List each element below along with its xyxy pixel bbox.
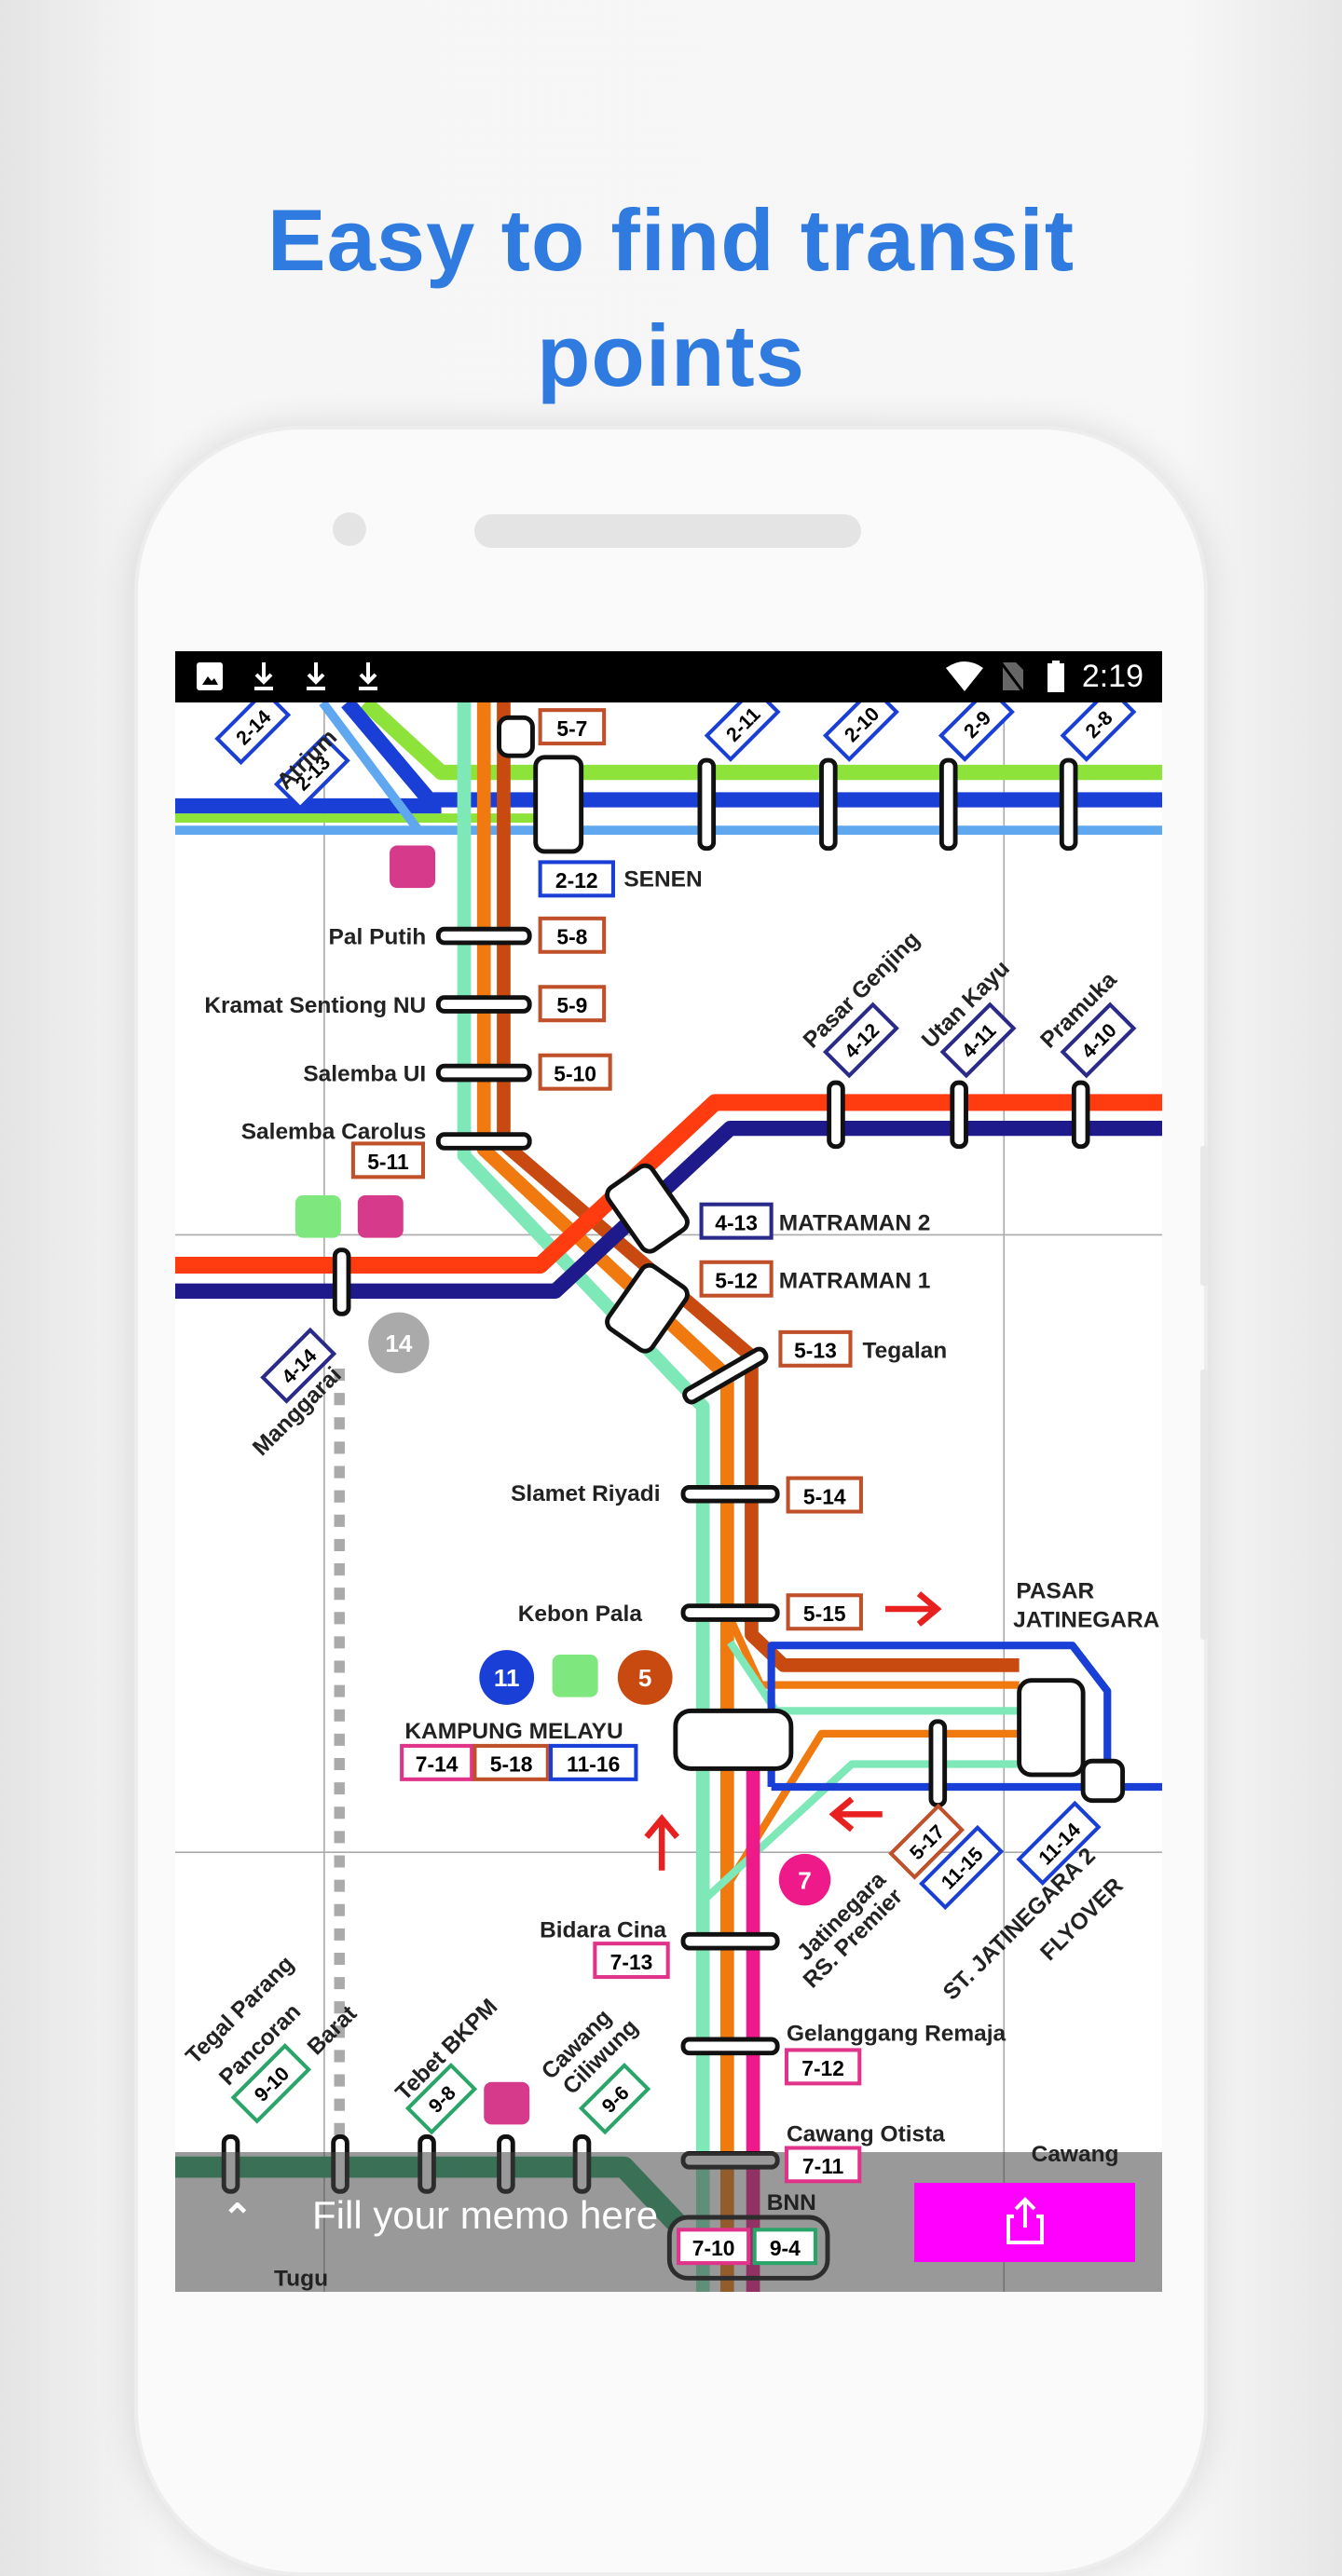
memo-bar: ⌃ Fill your memo here bbox=[175, 2152, 1162, 2292]
svg-text:5-7: 5-7 bbox=[556, 716, 587, 741]
download-icon bbox=[359, 662, 377, 690]
svg-text:SENEN: SENEN bbox=[623, 867, 702, 893]
download-icon bbox=[254, 662, 273, 690]
svg-text:4-13: 4-13 bbox=[715, 1210, 758, 1234]
battery-icon bbox=[1048, 661, 1064, 692]
svg-text:JATINEGARA: JATINEGARA bbox=[1013, 1608, 1160, 1633]
svg-text:5-13: 5-13 bbox=[794, 1339, 837, 1363]
share-button[interactable] bbox=[914, 2183, 1135, 2262]
code-box: 4-13 bbox=[699, 1202, 774, 1240]
svg-text:Tegalan: Tegalan bbox=[863, 1339, 948, 1364]
no-sim-icon bbox=[999, 661, 1025, 692]
svg-text:PASAR: PASAR bbox=[1016, 1579, 1094, 1604]
line-orange bbox=[476, 702, 734, 2292]
clock: 2:19 bbox=[1081, 659, 1143, 694]
code-diamond: 9-8 bbox=[404, 2062, 478, 2135]
headline-line-1: Easy to find transit bbox=[267, 191, 1075, 289]
volume-button bbox=[1200, 1146, 1208, 1286]
train-icon bbox=[357, 1194, 404, 1238]
svg-text:Pal Putih: Pal Putih bbox=[329, 925, 427, 950]
svg-text:Kebon Pala: Kebon Pala bbox=[518, 1601, 643, 1627]
share-icon bbox=[1006, 2197, 1044, 2244]
svg-text:Cawang Otista: Cawang Otista bbox=[787, 2121, 945, 2147]
code-box: 5-8 bbox=[538, 916, 607, 954]
line-badges: 14 11 5 7 bbox=[368, 1312, 831, 1906]
arrow-right-icon bbox=[885, 1591, 942, 1627]
code-box: 5-18 bbox=[472, 1743, 550, 1781]
line-green bbox=[360, 702, 1162, 781]
svg-text:5-8: 5-8 bbox=[556, 925, 587, 949]
svg-text:5-18: 5-18 bbox=[490, 1752, 533, 1777]
camera-icon bbox=[333, 512, 366, 546]
code-box: 5-14 bbox=[786, 1476, 863, 1514]
line-light-blue bbox=[175, 702, 1162, 836]
svg-text:2-12: 2-12 bbox=[555, 868, 598, 893]
svg-text:11: 11 bbox=[494, 1664, 520, 1692]
svg-text:7-12: 7-12 bbox=[801, 2056, 844, 2080]
code-diamond: 2-14 bbox=[214, 702, 292, 766]
speaker-grille bbox=[474, 514, 861, 548]
download-icon bbox=[307, 662, 325, 690]
code-diamond: 9-6 bbox=[578, 2062, 651, 2135]
code-box: 5-9 bbox=[538, 985, 607, 1023]
memo-input[interactable]: Fill your memo here bbox=[312, 2193, 659, 2237]
power-button bbox=[1200, 1370, 1208, 1640]
code-diamond: 2-8 bbox=[1060, 702, 1137, 762]
svg-text:5-10: 5-10 bbox=[554, 1061, 596, 1085]
code-box: 5-7 bbox=[538, 708, 607, 746]
headline-line-2: points bbox=[537, 307, 805, 404]
code-box: 5-10 bbox=[538, 1053, 612, 1091]
code-box: 5-12 bbox=[699, 1260, 774, 1298]
code-box: 7-13 bbox=[593, 1942, 670, 1980]
svg-text:Gelanggang Remaja: Gelanggang Remaja bbox=[787, 2022, 1006, 2047]
svg-text:5-12: 5-12 bbox=[715, 1269, 758, 1293]
code-box: 11-16 bbox=[549, 1743, 638, 1781]
image-icon bbox=[197, 662, 223, 690]
code-box: 7-14 bbox=[400, 1743, 474, 1781]
svg-text:MATRAMAN 2: MATRAMAN 2 bbox=[779, 1210, 931, 1235]
code-diamond: 9-10 bbox=[230, 2043, 312, 2124]
code-box: 7-12 bbox=[784, 2048, 862, 2086]
headline: Easy to find transit points bbox=[0, 183, 1342, 414]
train-icon bbox=[484, 2081, 530, 2125]
svg-text:Slamet Riyadi: Slamet Riyadi bbox=[511, 1481, 660, 1506]
bus-icon bbox=[552, 1654, 598, 1697]
svg-text:14: 14 bbox=[385, 1329, 413, 1357]
chevron-up-icon[interactable]: ⌃ bbox=[222, 2198, 253, 2239]
svg-text:5: 5 bbox=[638, 1664, 652, 1692]
bus-icon bbox=[294, 1194, 341, 1238]
code-diamond: 2-9 bbox=[938, 702, 1015, 762]
status-bar: 2:19 bbox=[175, 651, 1162, 702]
direction-arrows bbox=[644, 1591, 942, 1871]
code-box: 5-15 bbox=[786, 1593, 863, 1631]
phone-screen: 2:19 bbox=[175, 651, 1162, 2292]
wifi-icon bbox=[946, 661, 983, 691]
svg-text:MATRAMAN 1: MATRAMAN 1 bbox=[779, 1269, 931, 1294]
svg-text:7-14: 7-14 bbox=[416, 1752, 459, 1777]
arrow-left-icon bbox=[828, 1796, 883, 1833]
code-box: 2-12 bbox=[538, 860, 615, 898]
svg-text:Salemba Carolus: Salemba Carolus bbox=[241, 1120, 426, 1145]
svg-text:KAMPUNG MELAYU: KAMPUNG MELAYU bbox=[404, 1719, 623, 1744]
diamond-codes: 2-14 2-13 2-11 2-10 2-9 2-8 4-12 4-11 4-… bbox=[214, 702, 1137, 2135]
code-box: 5-13 bbox=[778, 1329, 853, 1368]
code-box: 5-11 bbox=[350, 1141, 426, 1179]
transport-icons bbox=[294, 845, 598, 2125]
train-icon bbox=[390, 845, 436, 889]
arrow-up-icon bbox=[644, 1814, 679, 1871]
svg-text:Kramat Sentiong NU: Kramat Sentiong NU bbox=[204, 993, 426, 1018]
svg-text:5-9: 5-9 bbox=[556, 993, 587, 1017]
svg-text:11-16: 11-16 bbox=[567, 1752, 620, 1777]
station-codes: 5-7 2-12 5-8 5-9 5-10 5-11 4-13 5-12 5-1… bbox=[350, 708, 863, 2086]
svg-text:5-15: 5-15 bbox=[803, 1601, 846, 1626]
svg-text:Bidara Cina: Bidara Cina bbox=[540, 1918, 666, 1943]
svg-text:5-11: 5-11 bbox=[367, 1150, 409, 1174]
svg-text:7: 7 bbox=[798, 1866, 812, 1894]
svg-text:7-13: 7-13 bbox=[610, 1950, 653, 1974]
transit-map[interactable]: 5-7 2-12 5-8 5-9 5-10 5-11 4-13 5-12 5-1… bbox=[175, 702, 1162, 2292]
svg-text:Salemba UI: Salemba UI bbox=[303, 1061, 426, 1086]
svg-text:5-14: 5-14 bbox=[803, 1484, 846, 1508]
